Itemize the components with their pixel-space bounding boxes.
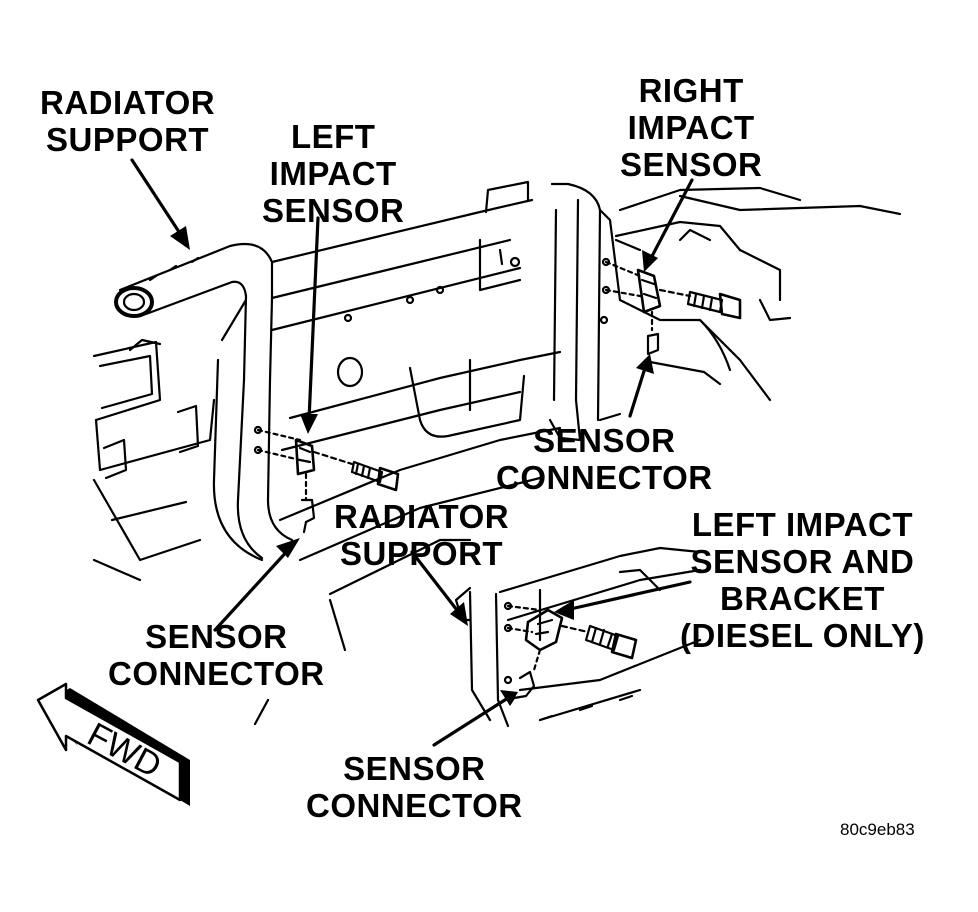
label-line: SENSOR <box>262 192 405 229</box>
label-line: RIGHT <box>638 72 744 109</box>
leader-lines <box>130 158 694 747</box>
label-line: SENSOR <box>343 750 486 787</box>
label-line: SENSOR <box>533 422 676 459</box>
label-line: LEFT IMPACT <box>691 506 914 543</box>
label-right-impact-sensor: RIGHT IMPACT SENSOR <box>620 72 762 183</box>
label-line: RADIATOR <box>40 84 216 121</box>
label-left-impact-sensor: LEFT IMPACT SENSOR <box>262 118 404 229</box>
label-radiator-support-bottom: RADIATOR SUPPORT <box>334 498 509 572</box>
label-sensor-connector-left: SENSOR CONNECTOR <box>108 618 325 692</box>
label-line: CONNECTOR <box>306 787 523 824</box>
inset-drawing <box>454 546 702 728</box>
label-line: BRACKET <box>720 580 885 617</box>
label-sensor-connector-bottom: SENSOR CONNECTOR <box>306 750 523 824</box>
label-line: CONNECTOR <box>496 459 713 496</box>
label-line: SENSOR <box>620 146 763 183</box>
label-radiator-support-top: RADIATOR SUPPORT <box>40 84 215 158</box>
label-line: RADIATOR <box>334 498 510 535</box>
label-sensor-connector-right: SENSOR CONNECTOR <box>496 422 713 496</box>
divider-line <box>253 698 270 726</box>
label-line: (DIESEL ONLY) <box>680 617 925 654</box>
label-line: SUPPORT <box>340 535 504 572</box>
label-line: SENSOR <box>145 618 288 655</box>
label-left-impact-sensor-bracket: LEFT IMPACT SENSOR AND BRACKET (DIESEL O… <box>680 506 925 654</box>
forward-arrow-icon: FWD <box>36 682 190 806</box>
label-line: SENSOR AND <box>690 543 915 580</box>
label-line: IMPACT <box>269 155 397 192</box>
label-line: SUPPORT <box>46 121 210 158</box>
arrowheads <box>170 226 658 706</box>
label-line: CONNECTOR <box>108 655 325 692</box>
label-line: IMPACT <box>627 109 755 146</box>
figure-code: 80c9eb83 <box>840 820 915 839</box>
label-line: LEFT <box>290 118 376 155</box>
